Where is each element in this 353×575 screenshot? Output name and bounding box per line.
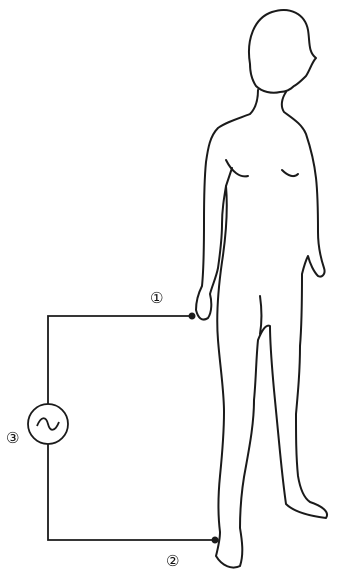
contact-dot-foot (212, 537, 219, 544)
figure-leg-inner (260, 296, 262, 334)
wire-top (48, 316, 192, 404)
figure-arm-line (226, 168, 232, 186)
wire-bottom (48, 444, 215, 540)
figure-head (249, 10, 316, 93)
label-source: ③ (6, 429, 19, 447)
label-contact-hand: ① (150, 289, 163, 307)
ac-source-icon (28, 404, 68, 444)
human-figure-icon (196, 10, 327, 568)
label-contact-foot: ② (166, 552, 179, 570)
contact-dot-hand (189, 313, 196, 320)
figure-chest-line-2 (282, 170, 298, 176)
circuit-wires (48, 316, 215, 540)
